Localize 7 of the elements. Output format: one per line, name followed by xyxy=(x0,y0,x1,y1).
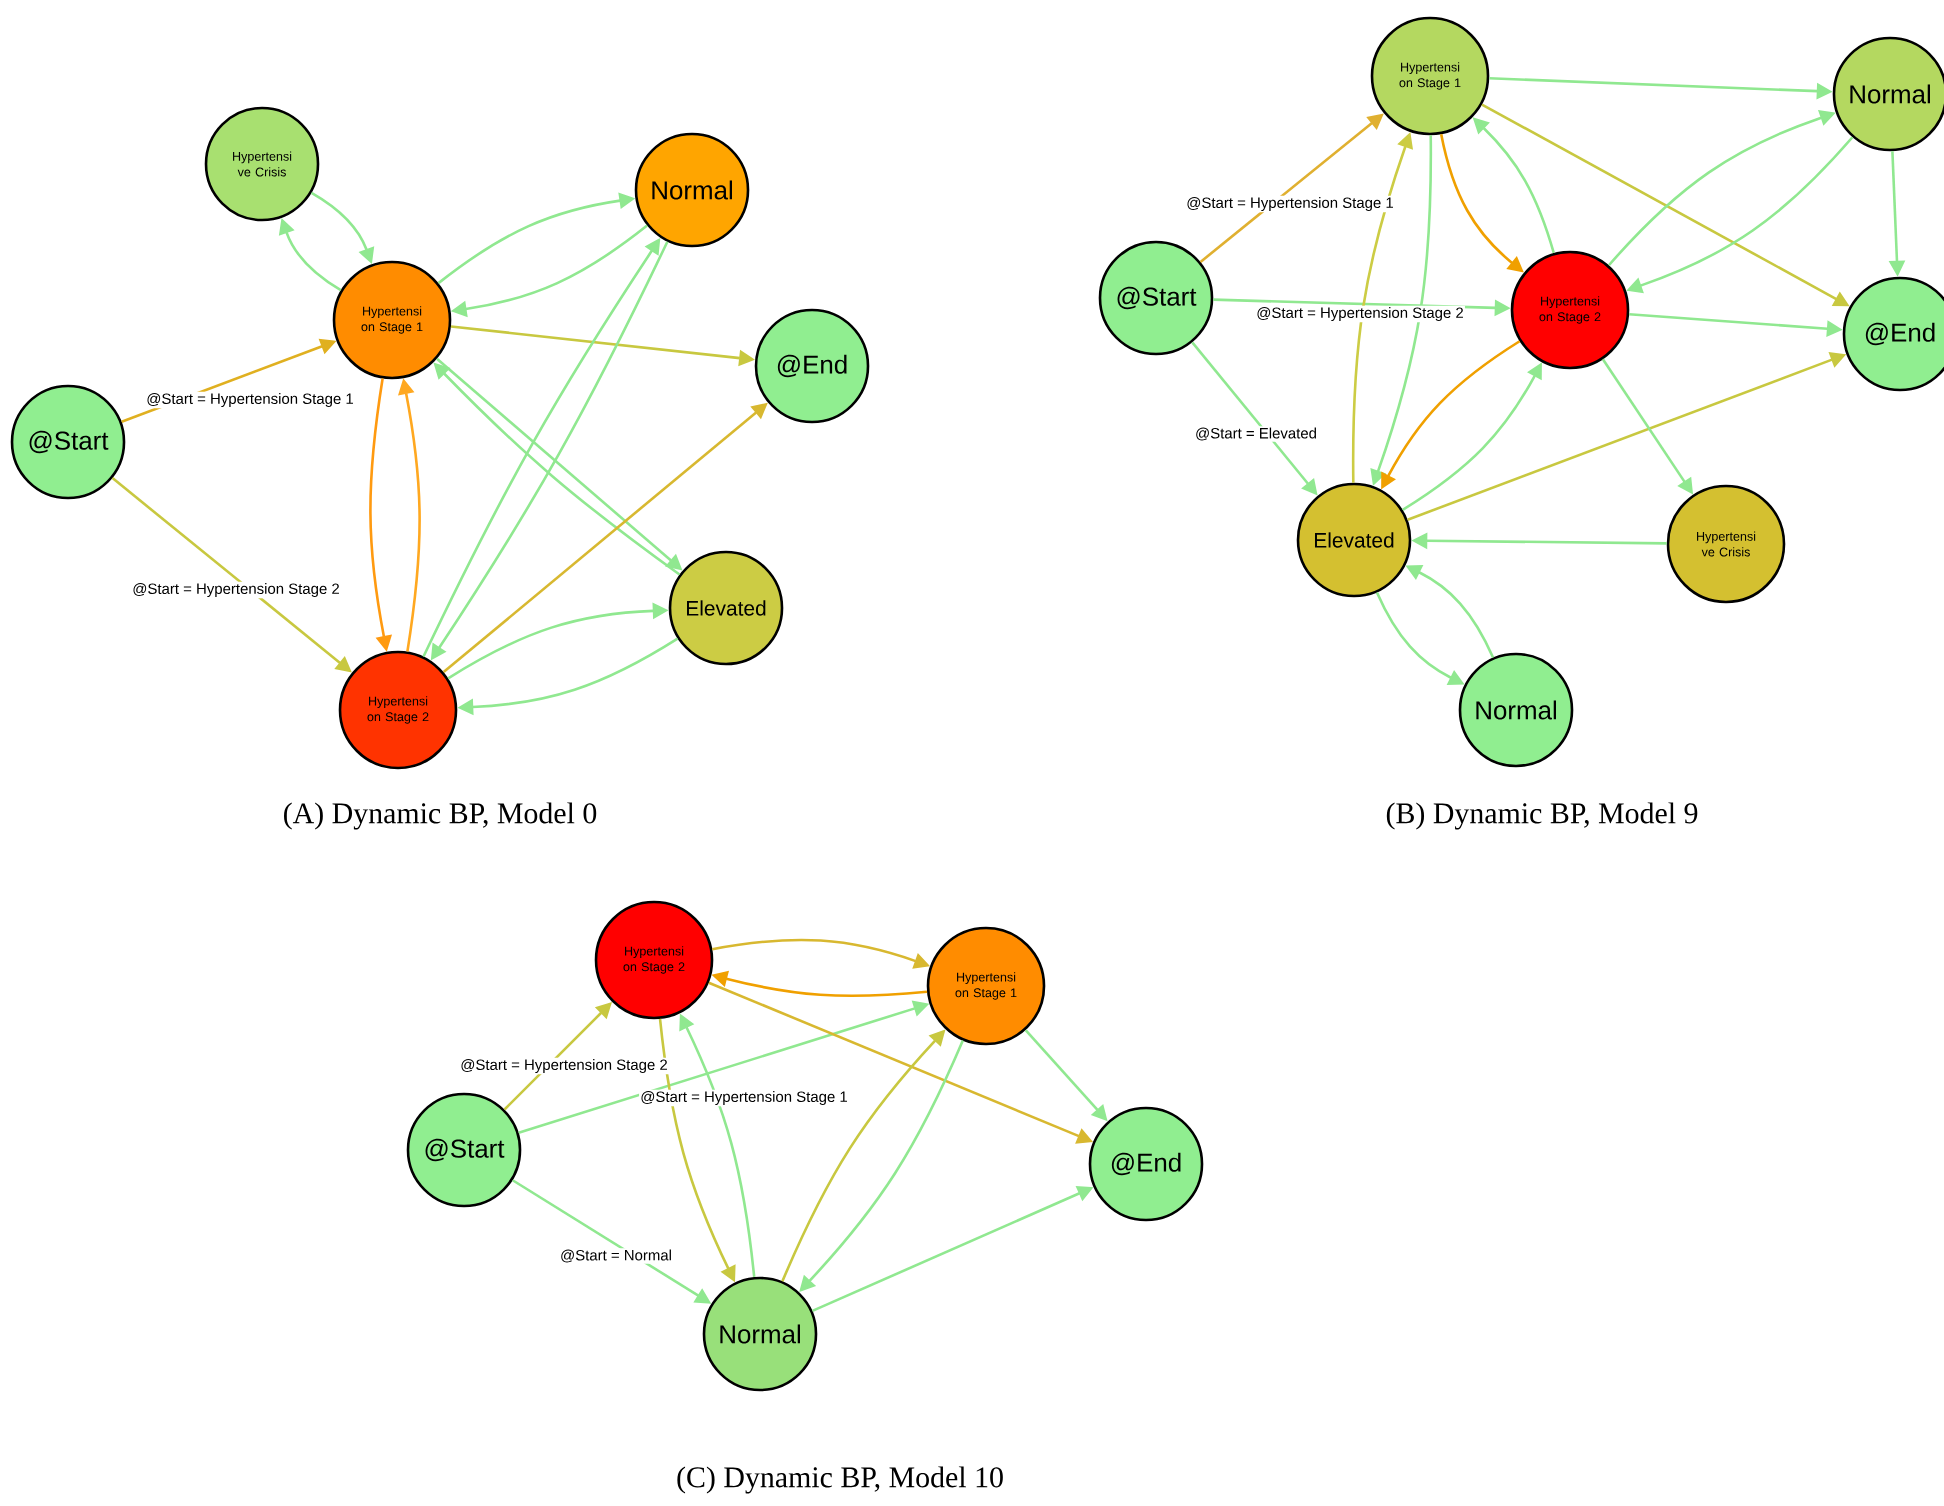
subfigure-caption: (B) Dynamic BP, Model 9 xyxy=(1386,802,1698,830)
arrow xyxy=(111,477,352,673)
arrow xyxy=(1439,133,1524,273)
arrow xyxy=(799,1040,965,1292)
arrow xyxy=(503,1002,612,1111)
subfigure-caption: (A) Dynamic BP, Model 0 xyxy=(284,802,597,830)
subfigure-caption: (C) Dynamic BP, Model 10 xyxy=(677,1466,1003,1494)
